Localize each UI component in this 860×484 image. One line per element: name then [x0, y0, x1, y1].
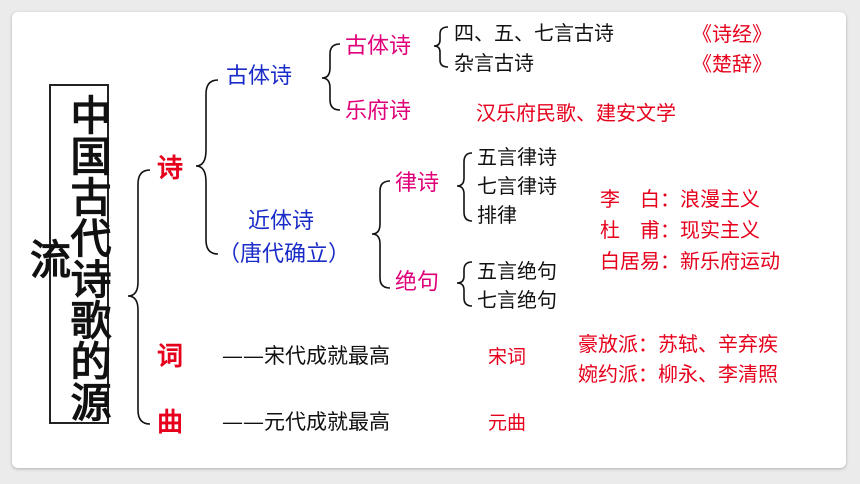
jueju-items-brace	[456, 261, 473, 307]
gutishi-sub-label: 古体诗	[345, 34, 412, 59]
gutishi-brace	[321, 43, 341, 111]
lvshi-item-1: 五言律诗	[477, 145, 557, 169]
ci-tag: 宋词	[488, 346, 527, 368]
shi-brace	[195, 79, 219, 255]
lvshi-label: 律诗	[395, 171, 440, 196]
main-brace	[127, 169, 151, 425]
slide-card	[12, 12, 846, 468]
jintishi-label: 近体诗	[248, 209, 315, 234]
jueju-label: 绝句	[395, 270, 440, 295]
school-wanyue: 婉约派：柳永、李清照	[578, 362, 778, 386]
poet-baijuyi: 白居易：新乐府运动	[600, 249, 780, 273]
title-box: 中国古代诗歌的源流	[22, 84, 112, 424]
ci-label: 词	[157, 342, 184, 372]
lvshi-items-brace	[456, 152, 473, 222]
shi-label: 诗	[157, 154, 184, 184]
yuefushi-note: 汉乐府民歌、建安文学	[476, 101, 676, 125]
ci-desc: ——宋代成就最高	[222, 344, 390, 368]
gutishi-label: 古体诗	[226, 64, 293, 89]
gushi-items-brace	[433, 26, 449, 68]
lvshi-item-2: 七言律诗	[477, 174, 557, 198]
poet-libai: 李 白：浪漫主义	[600, 187, 760, 211]
example-shijing: 《诗经》	[692, 22, 772, 46]
gushi-item-1: 四、五、七言古诗	[454, 21, 614, 45]
diagram-title: 中国古代诗歌的源流	[22, 94, 112, 422]
jintishi-brace	[371, 180, 391, 289]
example-chuci: 《楚辞》	[692, 52, 772, 76]
gushi-item-2: 杂言古诗	[454, 51, 534, 75]
jintishi-sub: （唐代确立）	[218, 242, 351, 267]
school-haofang: 豪放派：苏轼、辛弃疾	[578, 332, 778, 356]
jueju-item-1: 五言绝句	[477, 259, 557, 283]
jueju-item-2: 七言绝句	[477, 288, 557, 312]
lvshi-item-3: 排律	[477, 203, 517, 227]
qu-tag: 元曲	[488, 412, 527, 434]
poet-dufu: 杜 甫：现实主义	[600, 218, 760, 242]
yuefushi-label: 乐府诗	[345, 99, 412, 124]
qu-label: 曲	[157, 408, 184, 438]
qu-desc: ——元代成就最高	[222, 410, 390, 434]
